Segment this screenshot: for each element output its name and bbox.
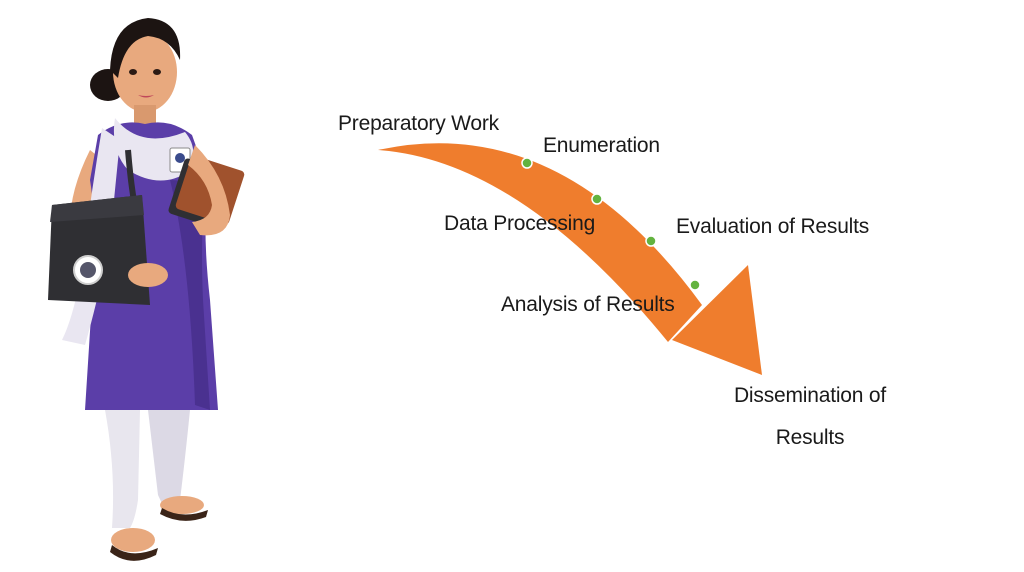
arrow-body bbox=[378, 143, 702, 342]
arrow-head bbox=[672, 265, 762, 375]
right-arm bbox=[188, 145, 230, 236]
stage-label-preparatory-work: Preparatory Work bbox=[338, 112, 499, 135]
stage-label-analysis-of-results: Analysis of Results bbox=[501, 293, 675, 316]
stage-dot bbox=[689, 279, 701, 291]
enumerator-illustration bbox=[48, 18, 245, 561]
right-eye bbox=[153, 69, 161, 75]
salwar bbox=[105, 410, 140, 528]
stage-dot bbox=[645, 235, 657, 247]
neck bbox=[134, 105, 156, 125]
left-eye bbox=[129, 69, 137, 75]
lips bbox=[138, 95, 154, 98]
stage-dot bbox=[521, 157, 533, 169]
shoulder-bag bbox=[48, 195, 150, 305]
stage-label-dissemination-of-results: Dissemination of Results bbox=[733, 384, 887, 449]
left-hand bbox=[128, 263, 168, 287]
hair bbox=[110, 18, 181, 78]
left-foot bbox=[111, 528, 155, 552]
face bbox=[113, 32, 177, 112]
stage-label-evaluation-of-results: Evaluation of Results bbox=[676, 215, 870, 238]
stage-label-enumeration: Enumeration bbox=[543, 134, 660, 157]
right-foot bbox=[160, 496, 204, 514]
stage-dot bbox=[591, 193, 603, 205]
stage-label-data-processing: Data Processing bbox=[444, 212, 596, 235]
